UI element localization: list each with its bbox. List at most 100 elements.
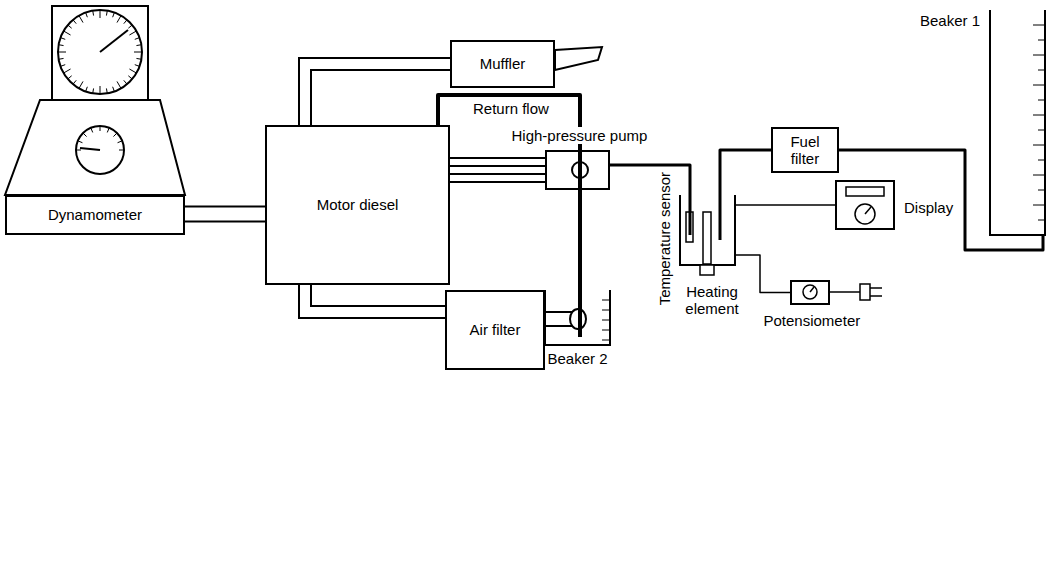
dial-tick xyxy=(73,20,76,24)
beaker-tick xyxy=(1033,25,1045,26)
line xyxy=(450,181,545,183)
beaker-1-outline xyxy=(990,10,1045,235)
display-meter xyxy=(846,187,884,224)
dial-tick xyxy=(68,76,72,79)
beaker-tick xyxy=(1033,145,1045,146)
dial-tick xyxy=(135,38,140,40)
dial-tick xyxy=(113,13,115,18)
gauge-frame xyxy=(52,6,148,100)
dial-tick xyxy=(64,69,71,73)
dial-tick xyxy=(91,128,93,133)
potentiometer-box: Potensiometer xyxy=(790,280,830,305)
engine-box: Motor diesel xyxy=(265,125,450,285)
dial-tick xyxy=(100,10,101,18)
part-label: Muffler xyxy=(476,55,530,72)
dial-tick xyxy=(128,76,132,79)
small-dial xyxy=(76,126,124,174)
part-label: Beaker 2 xyxy=(546,350,610,367)
potentiometer-symbol xyxy=(803,284,882,300)
dynamometer-box: Dynamometer xyxy=(5,195,185,235)
dial-tick xyxy=(118,141,123,143)
part-label: Display xyxy=(902,199,955,216)
dial-tick xyxy=(79,16,83,23)
dial-tick xyxy=(78,141,83,143)
beaker-tick xyxy=(1038,190,1045,191)
line xyxy=(450,173,545,175)
small-needle xyxy=(80,148,100,150)
dial-tick xyxy=(106,88,108,93)
beaker-2: Beaker 2 xyxy=(545,290,610,345)
dial-tick xyxy=(107,128,109,133)
display-knob xyxy=(855,204,875,224)
part-label: Potensiometer xyxy=(762,312,863,329)
pipe-wall xyxy=(185,206,265,223)
connector xyxy=(450,158,545,182)
dial-tick xyxy=(124,80,127,84)
sensor-label: Heating element xyxy=(675,283,749,318)
exhaust-tail xyxy=(555,47,602,70)
label-holder: Muffler xyxy=(452,42,553,86)
dial-tick xyxy=(135,65,140,67)
beaker-tick xyxy=(1038,100,1045,101)
dial-tick xyxy=(86,13,88,18)
beaker-tick xyxy=(1033,205,1045,206)
line xyxy=(450,157,545,159)
heater-plug xyxy=(700,265,714,275)
connector xyxy=(305,64,450,125)
beaker-tick xyxy=(1033,115,1045,116)
plug-prong xyxy=(870,295,882,297)
beaker-tick xyxy=(602,310,610,311)
part-label: Motor diesel xyxy=(313,196,403,213)
dial-tick xyxy=(83,133,87,137)
plug-body xyxy=(860,284,870,300)
part-label: Beaker 1 xyxy=(918,12,982,29)
connector xyxy=(839,150,1043,250)
heating-tank: Temperature sensorHeating element xyxy=(680,195,735,265)
dial-tick xyxy=(129,69,136,73)
dial-tick xyxy=(113,133,117,137)
label-holder: Dynamometer xyxy=(7,197,183,233)
dial-tick xyxy=(100,126,101,131)
dial-tick xyxy=(58,52,66,53)
pump-box: High-pressure pump xyxy=(545,150,610,190)
connector xyxy=(735,205,835,206)
dial-tick xyxy=(59,58,64,60)
beaker-tick xyxy=(1033,55,1045,56)
dial-tick xyxy=(92,11,94,16)
beaker-1: Beaker 1 xyxy=(990,10,1045,235)
heating-tank xyxy=(680,195,735,265)
beaker-tick xyxy=(602,300,610,301)
line xyxy=(735,204,835,206)
display-window xyxy=(846,187,884,196)
part-label: Fuel filter xyxy=(773,133,837,168)
dial-tick xyxy=(136,44,141,46)
fuel-filter-box: Fuel filter xyxy=(771,127,839,174)
housing-body xyxy=(5,100,185,195)
line xyxy=(720,150,771,240)
pot-pointer xyxy=(810,287,814,292)
connector xyxy=(720,150,771,240)
dial-tick xyxy=(134,52,142,53)
dial-tick xyxy=(59,44,64,46)
beaker-tick xyxy=(1038,40,1045,41)
dial-tick xyxy=(106,11,108,16)
dial-tick xyxy=(113,87,115,92)
beaker-2-outline xyxy=(545,290,610,345)
beaker-tick xyxy=(1038,130,1045,131)
dial-tick xyxy=(124,20,127,24)
power-cord xyxy=(830,291,860,293)
dial-tick xyxy=(100,86,101,94)
pipe-bore xyxy=(305,285,445,312)
heating-element xyxy=(703,212,711,264)
line xyxy=(839,150,1043,250)
connector xyxy=(610,165,690,235)
part-label: Air filter xyxy=(466,321,525,338)
beaker-tick xyxy=(1038,220,1045,221)
label-holder: Motor diesel xyxy=(267,127,448,283)
display-box: Display xyxy=(835,180,895,230)
dial-tick xyxy=(68,25,72,28)
scale-ticks xyxy=(58,10,1045,340)
large-dial xyxy=(58,10,142,94)
pipe-bore xyxy=(185,208,265,221)
